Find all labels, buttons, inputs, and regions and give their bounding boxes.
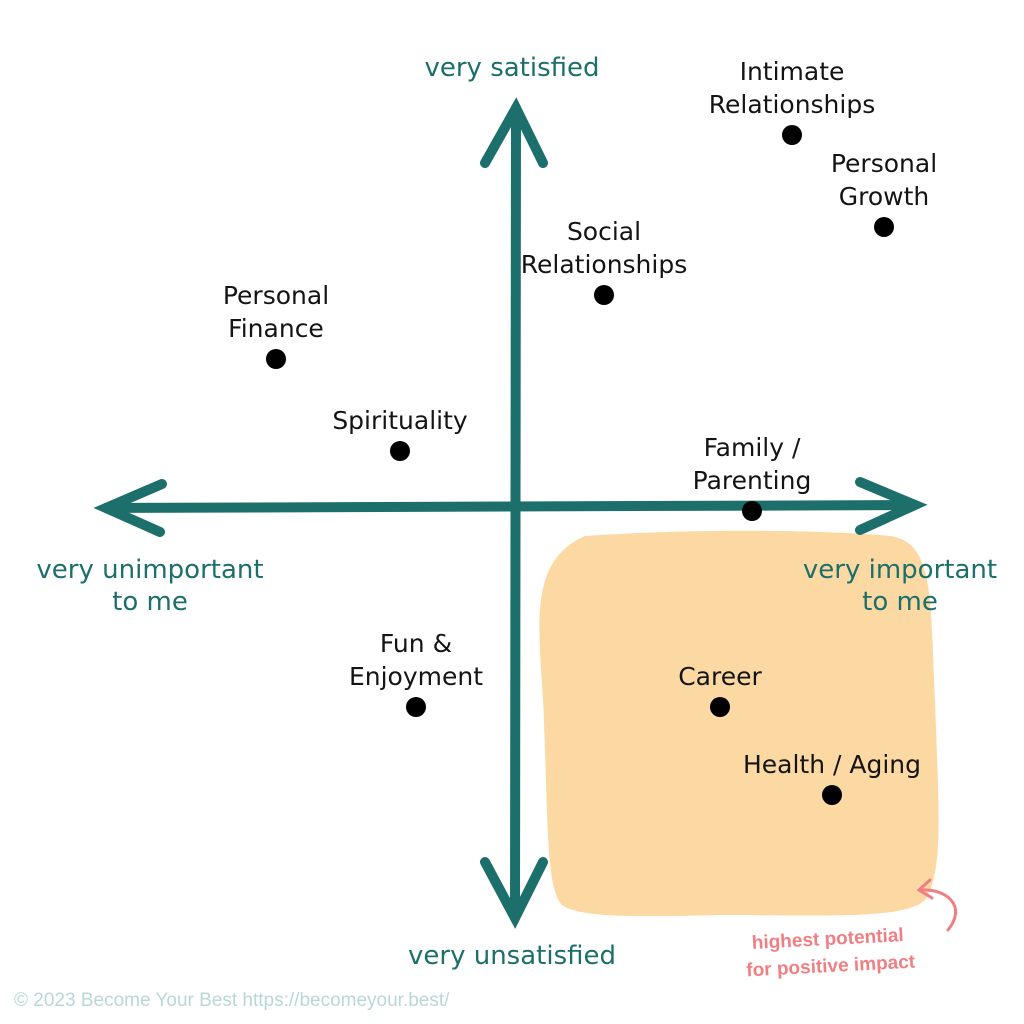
point-label: Relationships [709,90,876,119]
y-axis [480,97,548,929]
point-label: Family / [704,433,801,462]
highlight-region [539,530,939,917]
point-label: Health / Aging [743,750,921,779]
x-negative-label-line2: to me [112,587,188,617]
point-label: Growth [839,182,930,211]
note-line2: for positive impact [746,952,916,982]
point-label: Fun & [380,629,452,658]
x-positive-label-line1: very important [803,555,997,585]
data-point [266,349,286,369]
point-label: Personal [223,281,329,310]
note-arrow [918,888,957,932]
note-line1: highest potential [751,925,904,954]
point-label: Social [567,217,641,246]
point-label: Spirituality [332,406,468,435]
point-label: Enjoyment [349,662,483,691]
point-label: Parenting [693,466,812,495]
data-point [390,441,410,461]
note-arrow-head [916,878,934,900]
point-label: Personal [831,149,937,178]
x-axis [93,477,928,537]
y-positive-label: very satisfied [424,53,599,83]
point-label: Relationships [521,250,688,279]
x-negative-label-line1: very unimportant [36,555,263,585]
point-label: Finance [228,314,324,343]
point-label: Career [678,662,762,691]
data-point [822,785,842,805]
data-point [710,697,730,717]
data-points: IntimateRelationshipsPersonalGrowthSocia… [223,57,937,805]
footer-credit: © 2023 Become Your Best https://becomeyo… [14,990,450,1011]
y-negative-label: very unsatisfied [408,941,616,971]
data-point [874,217,894,237]
data-point [782,125,802,145]
x-positive-label-line2: to me [862,587,938,617]
data-point [742,501,762,521]
data-point [594,285,614,305]
data-point [406,697,426,717]
point-label: Intimate [740,57,845,86]
